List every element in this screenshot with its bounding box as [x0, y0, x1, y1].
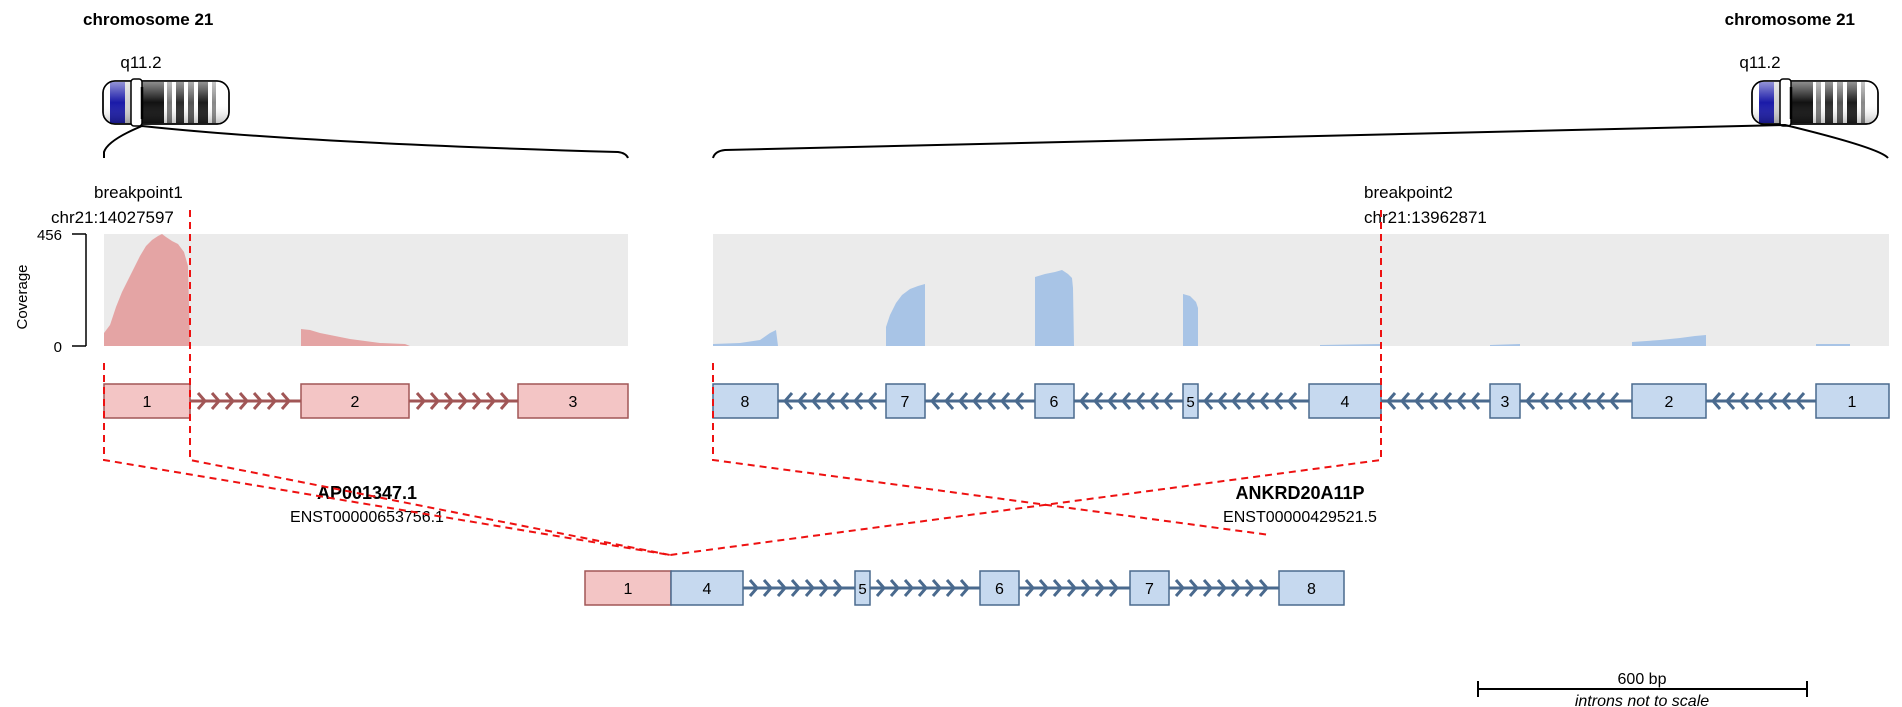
gene1-exon-2: 2 — [300, 383, 410, 419]
gene2-coverage-peak-exon5 — [1183, 294, 1198, 346]
gene1-coverage-peak-exon1 — [104, 234, 190, 346]
gene2-exon-2-label: 2 — [1665, 394, 1674, 411]
gene2-coverage-peak-exon6 — [1035, 270, 1074, 346]
gene1-exon-3: 3 — [517, 383, 629, 419]
scale-bar-label: 600 bp — [1618, 671, 1667, 688]
gene2-exon-6: 6 — [1034, 383, 1075, 419]
breakpoint1-label: breakpoint1 — [94, 183, 183, 202]
gene2-coverage-low-exon4 — [1320, 344, 1380, 346]
scale-bar: 600 bp introns not to scale — [1477, 671, 1808, 707]
gene2-exon-7: 7 — [885, 383, 926, 419]
gene1-transcript: ENST00000653756.1 — [290, 509, 444, 526]
breakpoint2-label: breakpoint2 — [1364, 183, 1453, 202]
gene2-coverage-low-exon3 — [1490, 344, 1520, 346]
gene2-exon-1-label: 1 — [1848, 394, 1857, 411]
gene1-exon-1: 1 — [103, 383, 191, 419]
gene2-exon-1: 1 — [1815, 383, 1890, 419]
gene1-exon-3-label: 3 — [569, 394, 578, 411]
right-chromosome-ideogram — [1751, 78, 1879, 127]
gene2-exon-5: 5 — [1182, 383, 1199, 419]
fusion-exon-1-label: 1 — [624, 581, 633, 598]
gene2-transcript: ENST00000429521.5 — [1223, 509, 1377, 526]
gene2-exon-4-label: 4 — [1341, 394, 1350, 411]
breakpoint2-position: chr21:13962871 — [1364, 208, 1487, 227]
gene2-exon-8-label: 8 — [741, 394, 750, 411]
gene2-coverage-peak-exon7 — [886, 284, 925, 346]
left-chromosome-title: chromosome 21 — [83, 10, 213, 29]
fusion-exon-7: 7 — [1129, 570, 1170, 606]
fusion-exon-8: 8 — [1278, 570, 1345, 606]
right-band-label: q11.2 — [1739, 53, 1780, 72]
fusion-exon-7-label: 7 — [1145, 581, 1154, 598]
fusion-exon-4: 4 — [670, 570, 744, 606]
fusion-exon-6: 6 — [979, 570, 1020, 606]
gene2-exon-6-label: 6 — [1050, 394, 1059, 411]
gene1-exon-2-label: 2 — [351, 394, 360, 411]
right-zoom-bracket — [712, 123, 1889, 159]
fusion-exon-8-label: 8 — [1307, 581, 1316, 598]
gene1-name: AP001347.1 — [317, 483, 417, 503]
gene1-intron-chevrons — [190, 392, 518, 410]
breakpoint1-position: chr21:14027597 — [51, 208, 174, 227]
coverage-min-label: 0 — [54, 339, 62, 356]
coverage-axis: 456 0 Coverage — [14, 227, 87, 356]
gene2-coverage-peak-exon8 — [713, 330, 778, 346]
gene2-exon-7-label: 7 — [901, 394, 910, 411]
scale-bar-note: introns not to scale — [1575, 693, 1709, 707]
fusion-intron-chevrons — [743, 579, 1279, 597]
gene2-coverage-low-exon1 — [1816, 344, 1850, 346]
gene2-exon-5-label: 5 — [1186, 394, 1194, 411]
fusion-exon-6-label: 6 — [995, 581, 1004, 598]
gene1-coverage-peak-exon2 — [301, 329, 410, 346]
gene2-name: ANKRD20A11P — [1235, 483, 1364, 503]
fusion-exon-5-label: 5 — [858, 581, 866, 598]
gene2-coverage-peak-exon2 — [1632, 335, 1706, 346]
gene2-intron-chevrons — [778, 392, 1816, 410]
gene2-exon-3-label: 3 — [1501, 394, 1510, 411]
coverage-axis-label: Coverage — [14, 264, 31, 329]
coverage-max-label: 456 — [37, 227, 62, 244]
gene2-exon-4: 4 — [1308, 383, 1382, 419]
left-band-label: q11.2 — [120, 53, 161, 72]
gene2-exon-2: 2 — [1631, 383, 1707, 419]
fusion-exon-1: 1 — [584, 570, 672, 606]
gene1-coverage-panel — [104, 234, 628, 346]
left-chromosome-ideogram — [102, 78, 230, 127]
gene2-exon-3: 3 — [1489, 383, 1521, 419]
breakpoint-dashed-lines — [103, 210, 1382, 556]
gene2-exon-8: 8 — [712, 383, 779, 419]
gene1-exon-1-label: 1 — [143, 394, 152, 411]
fusion-exon-5: 5 — [854, 570, 871, 606]
fusion-exon-4-label: 4 — [703, 581, 712, 598]
left-zoom-bracket — [103, 124, 629, 159]
right-chromosome-title: chromosome 21 — [1725, 10, 1855, 29]
